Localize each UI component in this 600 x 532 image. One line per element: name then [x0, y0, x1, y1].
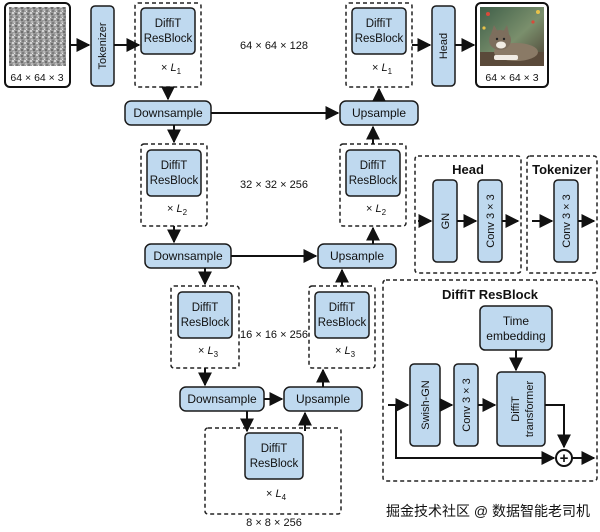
- resblock-down-l1: DiffiT ResBlock × L1: [134, 2, 202, 88]
- svg-text:ResBlock: ResBlock: [355, 33, 404, 45]
- dims-level2: 32 × 32 × 256: [240, 179, 308, 191]
- svg-text:DiffiT: DiffiT: [155, 18, 182, 30]
- noise-image: [9, 7, 66, 66]
- output-dims-label: 64 × 64 × 3: [485, 72, 538, 84]
- svg-text:Conv 3 × 3: Conv 3 × 3: [461, 378, 473, 432]
- svg-text:DiffiT: DiffiT: [329, 302, 356, 314]
- dims-level4: 8 × 8 × 256: [246, 517, 302, 529]
- svg-text:Downsample: Downsample: [187, 392, 257, 406]
- svg-text:ResBlock: ResBlock: [250, 458, 299, 470]
- legend-resblock: DiffiT ResBlock Time embedding Swish-GN …: [382, 279, 598, 482]
- svg-text:× L1: × L1: [372, 62, 393, 76]
- downsample-1: Downsample: [124, 100, 212, 126]
- svg-text:embedding: embedding: [486, 329, 545, 343]
- upsample-3: Upsample: [283, 386, 363, 412]
- svg-text:ResBlock: ResBlock: [181, 317, 230, 329]
- output-image-panel: 64 × 64 × 3: [475, 2, 549, 88]
- resblock-down-l3: DiffiT ResBlock × L3: [170, 285, 240, 369]
- svg-text:DiffiT: DiffiT: [161, 160, 188, 172]
- downsample-3: Downsample: [179, 386, 265, 412]
- upsample-1: Upsample: [339, 100, 419, 126]
- svg-text:ResBlock: ResBlock: [150, 175, 199, 187]
- svg-text:transformer: transformer: [524, 381, 536, 438]
- resblock-up-l3: DiffiT ResBlock × L3: [308, 285, 376, 369]
- resblock-down-l2: DiffiT ResBlock × L2: [140, 143, 208, 227]
- resblock-bottleneck-l4: DiffiT ResBlock × L4: [204, 427, 342, 515]
- svg-text:Downsample: Downsample: [133, 106, 203, 120]
- cat-image: [480, 7, 544, 66]
- svg-text:Conv 3 × 3: Conv 3 × 3: [561, 194, 573, 248]
- svg-text:Conv 3 × 3: Conv 3 × 3: [485, 194, 497, 248]
- main-arrows: [70, 38, 476, 433]
- svg-text:Upsample: Upsample: [330, 249, 384, 263]
- legend-tokenizer-title: Tokenizer: [532, 162, 592, 177]
- svg-text:Time: Time: [503, 314, 530, 328]
- dims-level3: 16 × 16 × 256: [240, 329, 308, 341]
- svg-text:× L4: × L4: [266, 488, 287, 502]
- svg-text:DiffiT: DiffiT: [510, 396, 522, 422]
- svg-text:× L3: × L3: [198, 345, 219, 359]
- svg-text:× L2: × L2: [366, 203, 387, 217]
- svg-text:DiffiT: DiffiT: [366, 18, 393, 30]
- svg-text:Swish-GN: Swish-GN: [420, 380, 432, 430]
- head-label: Head: [438, 33, 450, 59]
- legend-head-title: Head: [452, 162, 484, 177]
- resblock-up-l2: DiffiT ResBlock × L2: [339, 143, 407, 227]
- svg-text:Upsample: Upsample: [352, 106, 406, 120]
- legend-head: Head GN Conv 3 × 3: [414, 155, 522, 274]
- legend-resblock-title: DiffiT ResBlock: [442, 287, 539, 302]
- dims-level1: 64 × 64 × 128: [240, 40, 308, 52]
- svg-text:× L1: × L1: [161, 62, 182, 76]
- diffit-transformer-block: [496, 371, 546, 447]
- resblock-up-l1: DiffiT ResBlock × L1: [345, 2, 413, 88]
- svg-text:Upsample: Upsample: [296, 392, 350, 406]
- upsample-2: Upsample: [317, 243, 397, 269]
- svg-text:DiffiT: DiffiT: [261, 443, 288, 455]
- downsample-2: Downsample: [144, 243, 232, 269]
- legend-tokenizer: Tokenizer Conv 3 × 3: [526, 155, 598, 274]
- svg-text:ResBlock: ResBlock: [318, 317, 367, 329]
- time-embedding-block: [479, 305, 553, 351]
- svg-text:× L2: × L2: [167, 203, 188, 217]
- svg-text:DiffiT: DiffiT: [360, 160, 387, 172]
- svg-text:Downsample: Downsample: [153, 249, 223, 263]
- svg-text:ResBlock: ResBlock: [349, 175, 398, 187]
- input-image-panel: 64 × 64 × 3: [4, 2, 71, 88]
- watermark: 掘金技术社区 @ 数据智能老司机: [386, 503, 590, 519]
- input-dims-label: 64 × 64 × 3: [10, 72, 63, 84]
- svg-text:DiffiT: DiffiT: [192, 302, 219, 314]
- svg-text:ResBlock: ResBlock: [144, 33, 193, 45]
- svg-text:+: +: [560, 450, 569, 467]
- tokenizer-label: Tokenizer: [97, 22, 109, 69]
- tokenizer-block: Tokenizer: [90, 5, 115, 87]
- head-block: Head: [431, 5, 456, 87]
- svg-text:GN: GN: [440, 213, 452, 230]
- svg-text:× L3: × L3: [335, 345, 356, 359]
